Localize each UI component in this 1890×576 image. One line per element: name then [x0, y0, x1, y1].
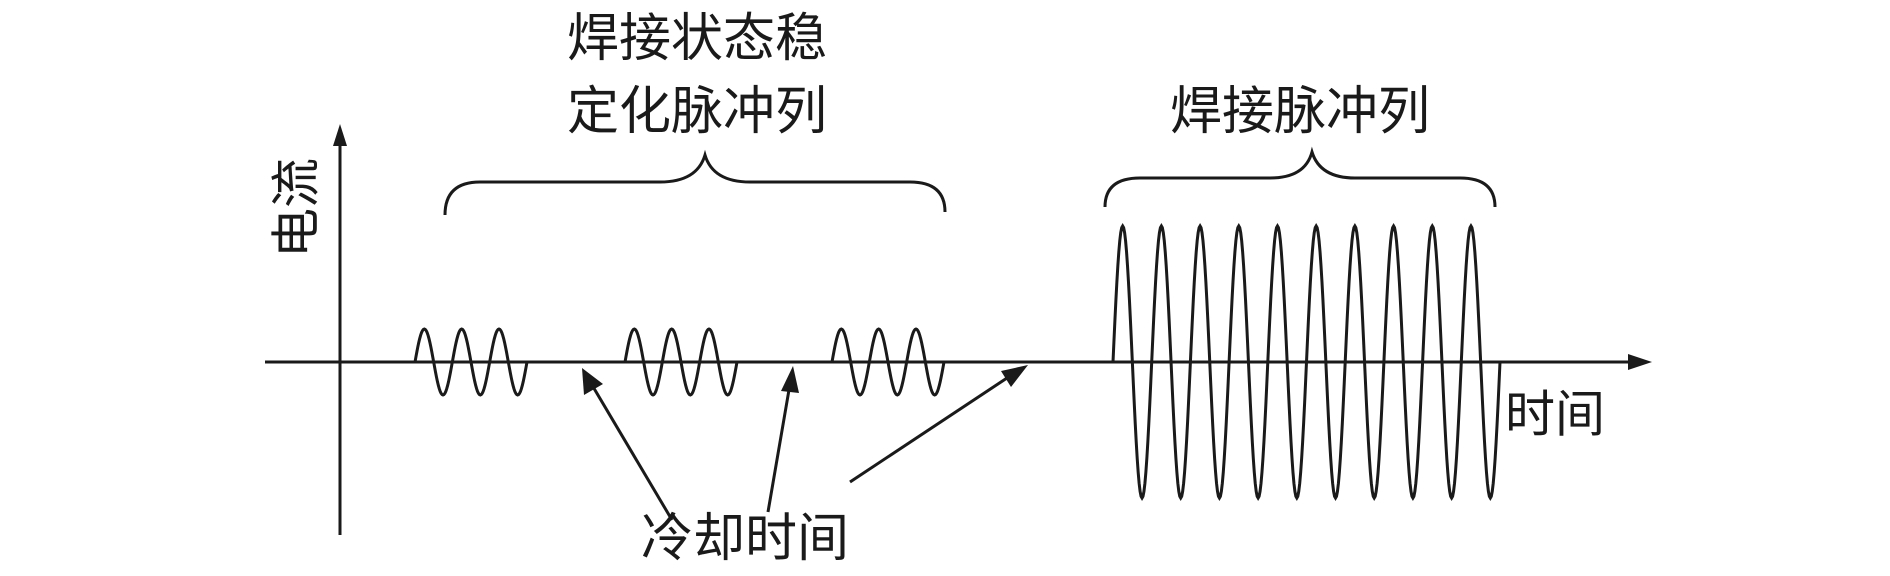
welding-brace: [1103, 146, 1497, 208]
axes: [265, 124, 1652, 535]
cooling-pointer-2: [766, 383, 792, 513]
stabilization-burst-1: [413, 327, 529, 397]
y-axis-arrowhead: [333, 124, 347, 146]
cooling-pointer-1-head: [582, 368, 603, 395]
cooling-pointer-2-head: [781, 366, 799, 393]
x-axis-arrowhead: [1628, 354, 1652, 370]
stabilization-burst-3: [830, 327, 946, 397]
y-axis-label: 电流: [268, 158, 326, 258]
cooling-time-pointers: [582, 365, 1028, 521]
stabilization-pulse-train-label-line2: 定化脉冲列: [567, 82, 827, 142]
x-axis-label: 时间: [1505, 386, 1605, 444]
stabilization-pulse-train-label-line1: 焊接状态稳: [567, 9, 827, 69]
stabilization-brace: [443, 149, 947, 216]
welding-burst: [1111, 223, 1502, 501]
welding-pulse-burst: [1111, 223, 1502, 501]
cooling-pointer-3: [849, 376, 1008, 484]
welding-pulse-train-label: 焊接脉冲列: [1170, 82, 1430, 142]
stabilization-pulse-bursts: [413, 327, 946, 397]
cooling-pointer-1: [590, 384, 674, 521]
cooling-pointer-3-head: [1001, 365, 1028, 387]
cooling-time-label: 冷却时间: [641, 509, 849, 569]
stabilization-burst-2: [623, 327, 739, 397]
